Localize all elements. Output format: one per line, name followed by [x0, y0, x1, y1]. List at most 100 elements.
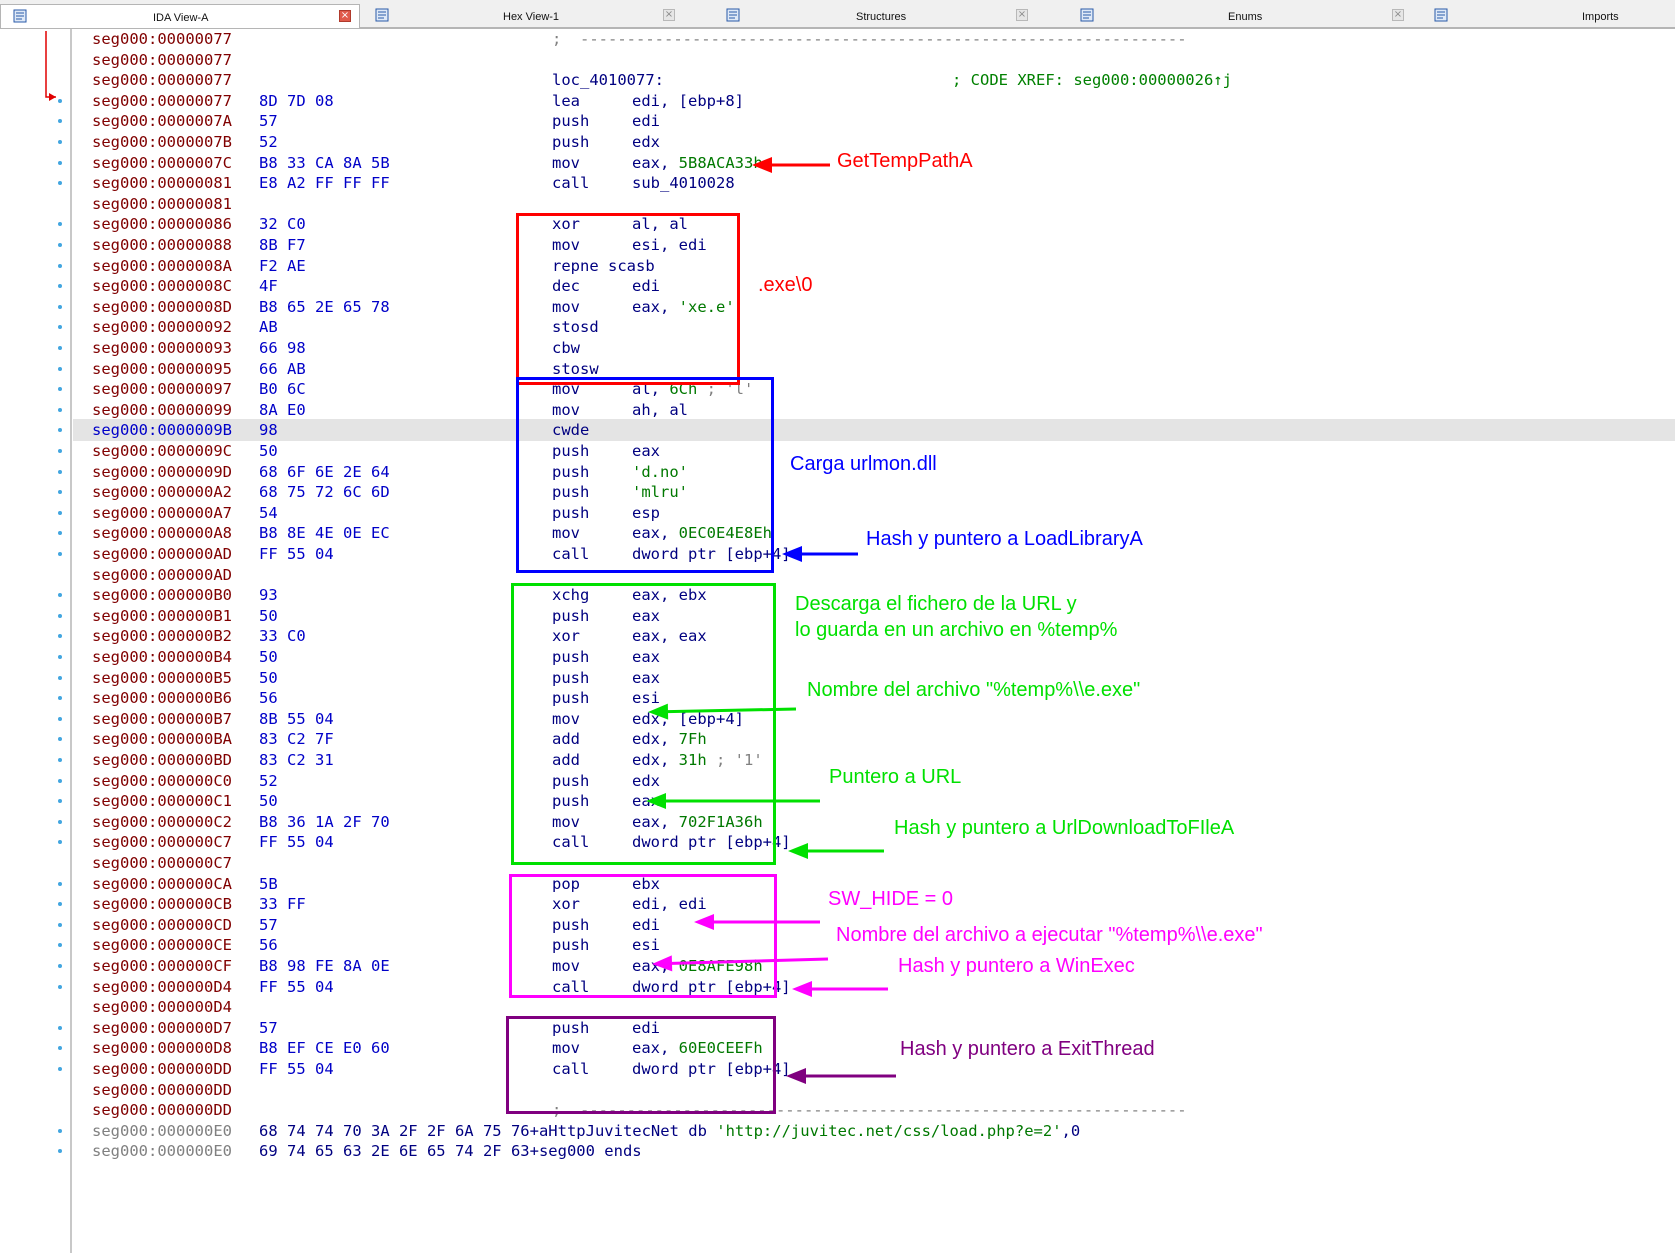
close-icon[interactable]: ×: [663, 9, 675, 21]
tab-ida-view-a[interactable]: IDA View-A×: [0, 4, 360, 28]
opcode-bytes: B8 33 CA 8A 5B: [259, 153, 390, 172]
flow-dot: [58, 778, 62, 783]
annotation-label: Hash y puntero a ExitThread: [900, 1038, 1155, 1060]
listing-line[interactable]: seg000:000000DD: [92, 1079, 1662, 1101]
xref-comment: ; CODE XREF: seg000:00000026↑j: [952, 71, 1232, 90]
mnemonic: xor: [552, 627, 580, 646]
flow-dot: [58, 1128, 62, 1133]
opcode-bytes: 56: [259, 936, 278, 955]
opcode-bytes: B8 EF CE E0 60: [259, 1039, 390, 1058]
tab-enums[interactable]: Enums×: [1068, 4, 1420, 28]
opcode-bytes: 57: [259, 915, 278, 934]
close-icon[interactable]: ×: [1392, 9, 1404, 21]
line-address: seg000:000000D7: [92, 1018, 232, 1037]
operands: edi, edi: [632, 893, 707, 915]
string-terminator: ,0: [1061, 1121, 1081, 1140]
operands: eax, 5B8ACA33h: [632, 152, 763, 174]
operands: eax, 60E0CEEFh: [632, 1037, 763, 1059]
line-address: seg000:00000093: [92, 339, 232, 357]
close-icon[interactable]: ×: [339, 10, 351, 22]
opcode-bytes: B8 65 2E 65 78: [259, 297, 390, 316]
flow-dot: [58, 140, 62, 144]
tab-structures[interactable]: Structures×: [714, 4, 1044, 28]
listing-line[interactable]: seg000:000000DD; -----------------------…: [92, 1099, 1662, 1121]
ida-view-icon: [13, 9, 27, 23]
operands: edi, [ebp+8]: [632, 90, 744, 112]
mnemonic: push: [552, 648, 590, 666]
operands: eax, 0EC0E4E8Eh: [632, 522, 772, 544]
listing-line[interactable]: seg000:00000081: [92, 193, 1662, 215]
mnemonic: mov: [552, 153, 580, 172]
data-definition: 68 74 74 70 3A 2F 2F 6A 75 76+aHttpJuvit…: [259, 1120, 1080, 1142]
opcode-bytes: 57: [259, 1018, 278, 1037]
opcode-bytes: 50: [259, 442, 278, 460]
listing-line[interactable]: seg000:000000AD: [92, 564, 1662, 586]
flow-dot: [58, 98, 62, 103]
operand-text: edx: [632, 133, 660, 151]
mnemonic: mov: [552, 709, 580, 728]
tab-hex-view-1[interactable]: Hex View-1×: [363, 4, 693, 28]
listing-line[interactable]: seg000:00000077; -----------------------…: [92, 28, 1662, 50]
flow-dot: [58, 181, 62, 186]
listing-line[interactable]: seg000:000000C7: [92, 852, 1662, 874]
flow-dot: [58, 469, 62, 474]
flow-dot: [58, 1025, 62, 1030]
annotation-label: Hash y puntero a WinExec: [898, 955, 1135, 977]
operand-text: edi: [632, 277, 660, 296]
flow-dot: [58, 428, 62, 433]
flow-dot: [58, 902, 62, 907]
close-icon[interactable]: ×: [1016, 9, 1028, 21]
line-address: seg000:000000E0: [92, 1142, 232, 1161]
magenta-box: [509, 874, 777, 998]
disassembly-listing[interactable]: seg000:00000077; -----------------------…: [0, 29, 1675, 1253]
listing-line[interactable]: seg000:00000077: [92, 49, 1662, 71]
mnemonic: push: [552, 689, 590, 708]
mnemonic: dec: [552, 277, 580, 296]
tab-imports[interactable]: Imports: [1422, 4, 1675, 28]
listing-line[interactable]: seg000:000000D4: [92, 996, 1662, 1018]
